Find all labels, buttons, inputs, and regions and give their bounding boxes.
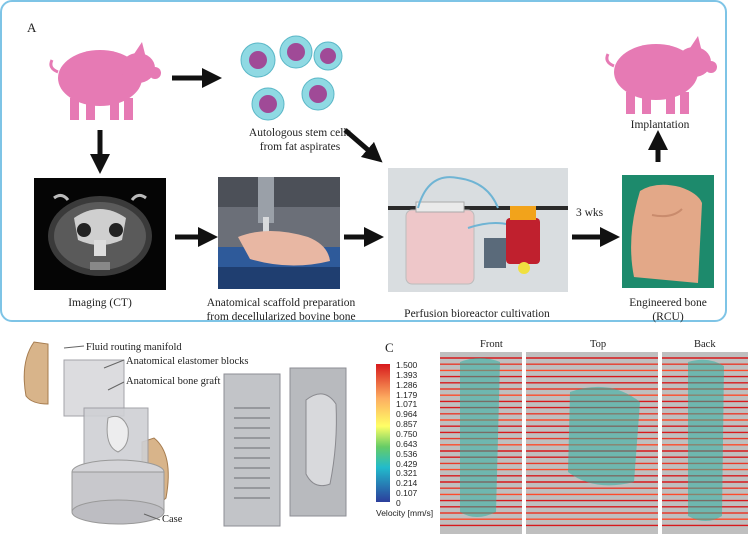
colorbar-tick-label: 0.107 xyxy=(396,488,418,499)
block-with-channels xyxy=(223,373,281,527)
colorbar-tick-label: 0.429 xyxy=(396,458,418,469)
colorbar-tick-label: 1.071 xyxy=(396,399,418,410)
colorbar-tick-label: 0.750 xyxy=(396,429,418,439)
pig-recipient-icon xyxy=(605,36,717,114)
back-bone-flow xyxy=(688,359,724,521)
flow-simulation-views xyxy=(440,352,748,534)
front-bone-flow xyxy=(460,358,500,517)
stem-cell xyxy=(240,42,276,78)
colorbar-tick-label: 1.286 xyxy=(396,379,418,390)
stem-cells-caption: Autologous stem cells from fat aspirates xyxy=(230,126,370,154)
callout-elastomer: Anatomical elastomer blocks xyxy=(126,356,249,367)
manifold-left xyxy=(23,341,49,405)
stem-cells-caption-line1: Autologous stem cells xyxy=(248,127,352,139)
device-exploded-view xyxy=(4,338,364,538)
panel-a-frame xyxy=(0,0,727,322)
duration-label: 3 wks xyxy=(576,207,604,219)
bone-graft-shape xyxy=(106,415,129,453)
stem-cells-illustration xyxy=(240,35,343,121)
panel-c-label: C xyxy=(385,340,394,355)
colorbar-tick-label: 1.179 xyxy=(396,389,418,400)
view-front-label: Front xyxy=(480,339,503,350)
stem-cells-caption-line2: from fat aspirates xyxy=(259,141,341,153)
colorbar-tick-label: 0.321 xyxy=(396,468,418,479)
colorbar-tick-label: 0.857 xyxy=(396,419,418,430)
scaffold-caption-line1: Anatomical scaffold preparation xyxy=(206,297,356,309)
colorbar-tick-label: 0.214 xyxy=(396,478,418,489)
colorbar-tick-label: 1.393 xyxy=(396,369,418,380)
colorbar-title: Velocity [mm/s] xyxy=(376,508,434,518)
bioreactor-caption: Perfusion bioreactor cultivation xyxy=(404,308,550,320)
case-cylinder xyxy=(71,499,165,525)
scaffold-milling-photo xyxy=(218,177,340,289)
callout-case: Case xyxy=(162,514,183,525)
panel-a-label: A xyxy=(27,20,37,35)
pig-source-icon xyxy=(49,42,161,120)
imaging-caption: Imaging (CT) xyxy=(68,297,132,309)
bone-caption-line2: (RCU) xyxy=(652,311,684,323)
view-top-label: Top xyxy=(590,339,607,350)
arrow-cells-to-bioreactor xyxy=(343,128,383,163)
view-back-label: Back xyxy=(694,339,716,350)
workflow-arrows xyxy=(90,68,668,247)
implantation-caption: Implantation xyxy=(630,119,690,131)
velocity-colorbar xyxy=(376,364,390,502)
ct-scan-image xyxy=(34,178,166,290)
engineered-bone-photo xyxy=(622,175,714,288)
scaffold-caption: Anatomical scaffold preparation from dec… xyxy=(196,296,366,324)
bone-caption-line1: Engineered bone xyxy=(629,297,707,309)
colorbar-tick-label: 0.536 xyxy=(396,448,418,459)
bioreactor-photo xyxy=(388,168,568,292)
top-bone-flow xyxy=(568,386,640,486)
colorbar-tick-label: 0 xyxy=(396,498,401,508)
colorbar-tick-label: 1.500 xyxy=(396,360,418,370)
scaffold-caption-line2: from decellularized bovine bone xyxy=(206,311,356,323)
bone-caption: Engineered bone (RCU) xyxy=(606,296,730,324)
colorbar-tick-label: 0.964 xyxy=(396,409,418,420)
colorbar-tick-label: 0.643 xyxy=(396,438,418,449)
callout-manifold: Fluid routing manifold xyxy=(86,342,182,353)
elastomer-block-top xyxy=(63,359,125,417)
callout-graft: Anatomical bone graft xyxy=(126,376,221,387)
